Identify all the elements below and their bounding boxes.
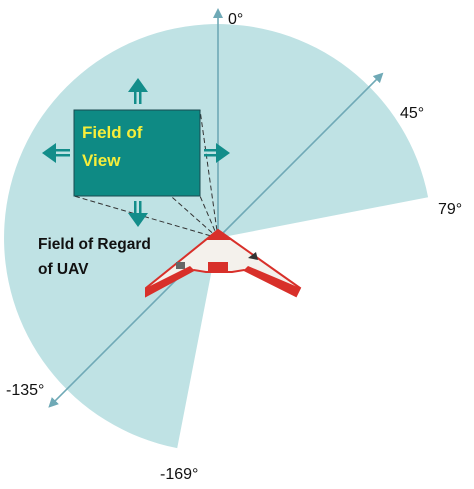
field-of-regard-label-line1: Field of Regard bbox=[38, 236, 151, 253]
field-of-view-label-line2: View bbox=[82, 151, 121, 170]
field-of-view-box bbox=[73, 109, 201, 197]
field-of-regard-label-line2: of UAV bbox=[38, 261, 89, 278]
arrow-right-icon bbox=[204, 143, 230, 163]
uav-flying-wing-icon bbox=[145, 228, 302, 298]
axis-45-deg bbox=[217, 72, 384, 239]
angle-label-0: 0° bbox=[228, 11, 243, 28]
angle-label-79: 79° bbox=[438, 201, 462, 218]
angle-label-45: 45° bbox=[400, 105, 424, 122]
field-of-view-label-line1: Field of bbox=[82, 123, 143, 142]
angle-label-minus-135: -135° bbox=[6, 382, 44, 399]
arrow-down-icon bbox=[128, 201, 148, 227]
arrow-up-icon bbox=[128, 78, 148, 104]
angle-label-minus-169: -169° bbox=[160, 466, 198, 483]
arrow-left-icon bbox=[42, 143, 70, 163]
